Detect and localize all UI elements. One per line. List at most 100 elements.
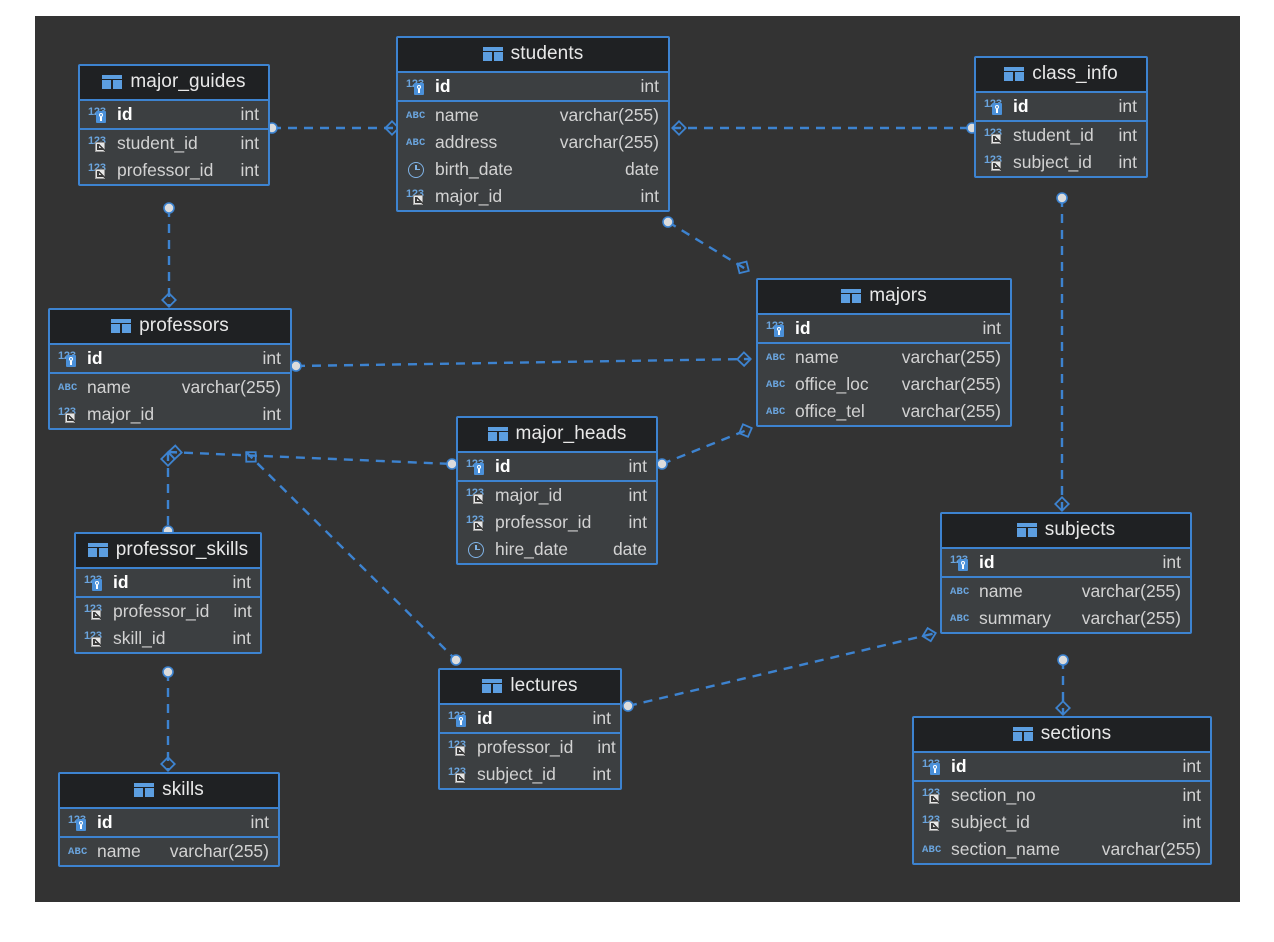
relationship-lectures-subjects[interactable] <box>622 626 937 712</box>
relationship-professors-majors[interactable] <box>290 351 752 372</box>
table-subjects[interactable]: subjects123idintABCnamevarchar(255)ABCsu… <box>940 512 1192 634</box>
column-row-professor_skills-id[interactable]: 123idint <box>76 567 260 598</box>
table-icon <box>482 679 503 693</box>
column-row-major_guides-id[interactable]: 123idint <box>80 99 268 130</box>
table-header-major_guides[interactable]: major_guides <box>80 66 268 99</box>
column-type: int <box>1182 812 1201 832</box>
column-row-class_info-id[interactable]: 123idint <box>976 91 1146 122</box>
column-row-students-id[interactable]: 123idint <box>398 71 668 102</box>
table-header-professor_skills[interactable]: professor_skills <box>76 534 260 567</box>
abc-icon: ABC <box>58 381 78 394</box>
column-name: professor_id <box>113 601 210 621</box>
table-header-class_info[interactable]: class_info <box>976 58 1146 91</box>
relationship-professors-professor_skills[interactable] <box>160 451 176 537</box>
table-header-students[interactable]: students <box>398 38 668 71</box>
relationship-subjects-sections[interactable] <box>1055 654 1071 716</box>
table-header-majors[interactable]: majors <box>758 280 1010 313</box>
edge-endpoint-one <box>1054 496 1070 512</box>
table-major_guides[interactable]: major_guides123idint123student_idint123p… <box>78 64 270 186</box>
column-name: name <box>97 841 141 861</box>
number-key-icon: 123 <box>984 98 1006 116</box>
column-type: int <box>597 737 616 757</box>
column-type: int <box>982 318 1001 338</box>
column-row-lectures-id[interactable]: 123idint <box>440 703 620 734</box>
column-name: birth_date <box>435 159 513 179</box>
column-type: int <box>262 404 281 424</box>
column-name: student_id <box>1013 125 1094 145</box>
table-icon <box>1016 523 1037 537</box>
table-class_info[interactable]: class_info123idint123student_idint123sub… <box>974 56 1148 178</box>
column-name: professor_id <box>117 160 214 180</box>
relationship-class_info-subjects[interactable] <box>1054 192 1070 512</box>
table-title: professor_skills <box>115 539 249 560</box>
table-icon <box>487 427 508 441</box>
relationship-professors-lectures[interactable] <box>245 451 462 666</box>
column-name: skill_id <box>113 628 166 648</box>
column-name: address <box>435 132 498 152</box>
edge-endpoint-many <box>163 202 175 214</box>
relationship-students-class_info[interactable] <box>671 120 978 136</box>
column-row-skills-id[interactable]: 123idint <box>60 807 278 838</box>
table-students[interactable]: students123idintABCnamevarchar(255)ABCad… <box>396 36 670 212</box>
column-row-majors-id[interactable]: 123idint <box>758 313 1010 344</box>
relationship-professor_skills-skills[interactable] <box>160 666 176 772</box>
column-type: varchar(255) <box>1081 581 1181 601</box>
column-type: int <box>628 485 647 505</box>
table-professors[interactable]: professors123idintABCnamevarchar(255)123… <box>48 308 292 430</box>
column-row-subjects-id[interactable]: 123idint <box>942 547 1190 578</box>
table-header-subjects[interactable]: subjects <box>942 514 1190 547</box>
column-row-professors-id[interactable]: 123idint <box>50 343 290 374</box>
table-header-professors[interactable]: professors <box>50 310 290 343</box>
relationship-major_guides-professors[interactable] <box>161 202 177 308</box>
number-foreign-key-icon: 123 <box>406 188 428 206</box>
column-row-sections-id[interactable]: 123idint <box>914 751 1210 782</box>
table-professor_skills[interactable]: professor_skills 123idint123professor_idi… <box>74 532 262 654</box>
table-major_heads[interactable]: major_heads123idint123major_idint123prof… <box>456 416 658 565</box>
table-majors[interactable]: majors123idintABCnamevarchar(255)ABCoffi… <box>756 278 1012 427</box>
table-header-lectures[interactable]: lectures <box>440 670 620 703</box>
table-icon <box>1004 67 1025 81</box>
table-header-major_heads[interactable]: major_heads <box>458 418 656 451</box>
relationship-major_heads-majors[interactable] <box>656 423 753 470</box>
table-title: lectures <box>510 675 578 696</box>
table-header-sections[interactable]: sections <box>914 718 1210 751</box>
relationship-students-majors[interactable] <box>662 216 750 275</box>
clock-icon <box>466 541 488 559</box>
table-sections[interactable]: sections123idint123section_noint123subje… <box>912 716 1212 865</box>
relationship-professors-major_heads[interactable] <box>167 444 458 470</box>
number-foreign-key-icon: 123 <box>922 814 944 832</box>
number-foreign-key-icon: 123 <box>58 406 80 424</box>
table-header-skills[interactable]: skills <box>60 774 278 807</box>
table-skills[interactable]: skills123idintABCnamevarchar(255) <box>58 772 280 867</box>
relationship-major_guides-students[interactable] <box>266 120 400 136</box>
column-row-major_heads-id[interactable]: 123idint <box>458 451 656 482</box>
table-lectures[interactable]: lectures 123idint123professor_idint123sub… <box>438 668 622 790</box>
